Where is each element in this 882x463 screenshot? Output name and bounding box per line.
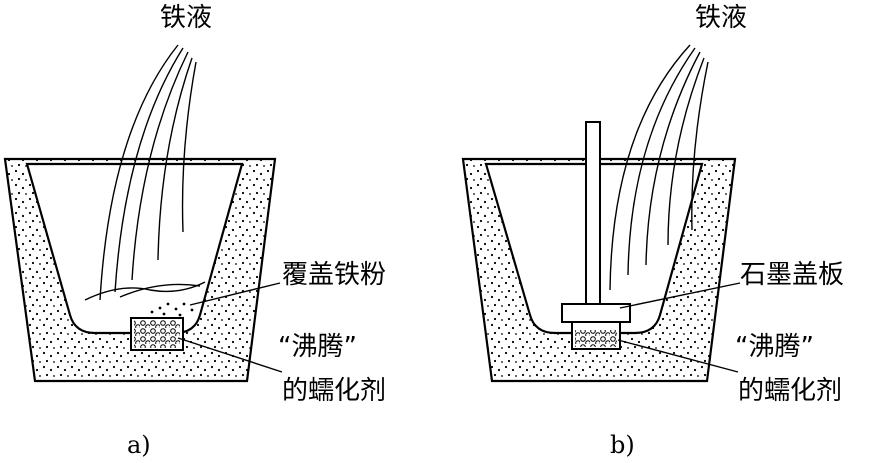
leader-plate-b — [619, 282, 741, 309]
iron-stream-a — [99, 44, 197, 301]
ladle-outline-b — [461, 157, 737, 383]
diagram-b: 铁液 石墨盖板 “沸腾” 的蠕化剂 b) — [461, 3, 844, 459]
leader-cover-a — [189, 282, 281, 306]
cover-powder-a — [150, 302, 194, 317]
agent-pellets-a — [134, 320, 180, 348]
graphite-plate-b — [561, 303, 631, 323]
graphite-rod-b — [585, 121, 601, 305]
plate-label-b: 石墨盖板 — [740, 260, 844, 290]
pour-label-a: 铁液 — [160, 3, 212, 33]
liquid-wisp-a — [84, 281, 206, 301]
liquid-wisp-a2 — [119, 283, 201, 298]
iron-stream-b — [609, 44, 709, 291]
ladle-lining-b — [463, 159, 735, 381]
agent-label-a-line1: “沸腾” — [278, 332, 357, 362]
ladle-lining-a — [5, 159, 275, 381]
agent-label-b-line1: “沸腾” — [735, 332, 814, 362]
caption-a: a) — [127, 431, 151, 459]
leader-agent-b — [617, 339, 739, 373]
pour-label-b: 铁液 — [695, 3, 747, 33]
caption-b: b) — [610, 431, 635, 459]
agent-label-a-line2: 的蠕化剂 — [282, 376, 386, 406]
agent-pellets-b — [575, 330, 617, 347]
diagram-a: 铁液 覆盖铁粉 “沸腾” 的蠕化剂 a) — [3, 3, 386, 459]
leader-agent-a — [177, 337, 283, 373]
ladle-cavity-b — [484, 162, 704, 335]
cover-label-a: 覆盖铁粉 — [282, 260, 386, 290]
ladle-outline-a — [3, 157, 277, 383]
agent-label-b-line2: 的蠕化剂 — [738, 376, 842, 406]
